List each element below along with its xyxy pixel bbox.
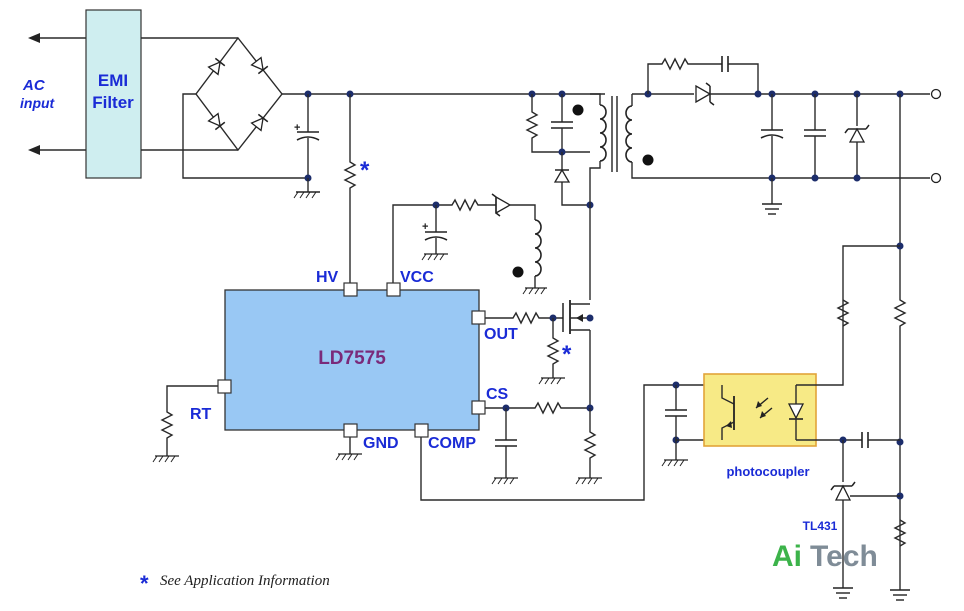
photocoupler-label: photocoupler [726, 464, 809, 479]
bridge-rectifier [182, 36, 308, 179]
hv-bus [282, 90, 605, 98]
aux-polarity-dot [512, 266, 524, 278]
secondary-polarity-dot [642, 154, 654, 166]
aitech-watermark: Ai Tech [772, 540, 878, 573]
pin-out-label: OUT [484, 326, 518, 343]
footnote-star: * [140, 571, 149, 596]
ic-pins [217, 282, 486, 438]
primary-polarity-dot [572, 104, 584, 116]
pin-rt-label: RT [190, 406, 212, 423]
emi-filter-box [85, 9, 142, 179]
ac-input-label-1: AC [22, 77, 46, 94]
watermark-tech: Tech [810, 540, 878, 573]
pin-gnd-label: GND [363, 435, 399, 452]
hv-resistor [343, 94, 357, 284]
bulk-cap-plus: + [294, 122, 300, 134]
secondary-output [632, 56, 942, 590]
hv-resistor-star: * [360, 157, 370, 184]
emi-filter-label-2: Filter [92, 93, 134, 112]
ic-name: LD7575 [318, 348, 386, 369]
pin-vcc-label: VCC [400, 269, 434, 286]
gate-resistor-star: * [562, 341, 572, 368]
gnd-pin-ground [335, 436, 362, 461]
ld7575-ic [224, 289, 480, 431]
current-sense [484, 401, 602, 485]
emi-filter-label-1: EMI [98, 71, 128, 90]
footnote-text: See Application Information [160, 573, 330, 589]
vcc-cap-plus: + [422, 221, 428, 233]
primary-winding [589, 93, 607, 300]
bulk-capacitor [293, 94, 320, 199]
tl431-label: TL431 [803, 519, 838, 533]
pin-cs-label: CS [486, 386, 509, 403]
pin-comp-label: COMP [428, 435, 476, 452]
watermark-ai: Ai [772, 540, 802, 573]
mosfet [484, 300, 594, 408]
secondary-winding [625, 94, 900, 179]
snubber [525, 94, 594, 209]
emi-output-wires [141, 37, 238, 151]
rt-resistor [152, 385, 225, 463]
ac-input-arrows [28, 33, 86, 155]
tl431-feedback [816, 245, 910, 601]
vcc-auxiliary [392, 193, 547, 295]
photocoupler-internals [721, 384, 816, 441]
ac-input-label-2: input [20, 95, 56, 111]
pin-hv-label: HV [316, 269, 339, 286]
